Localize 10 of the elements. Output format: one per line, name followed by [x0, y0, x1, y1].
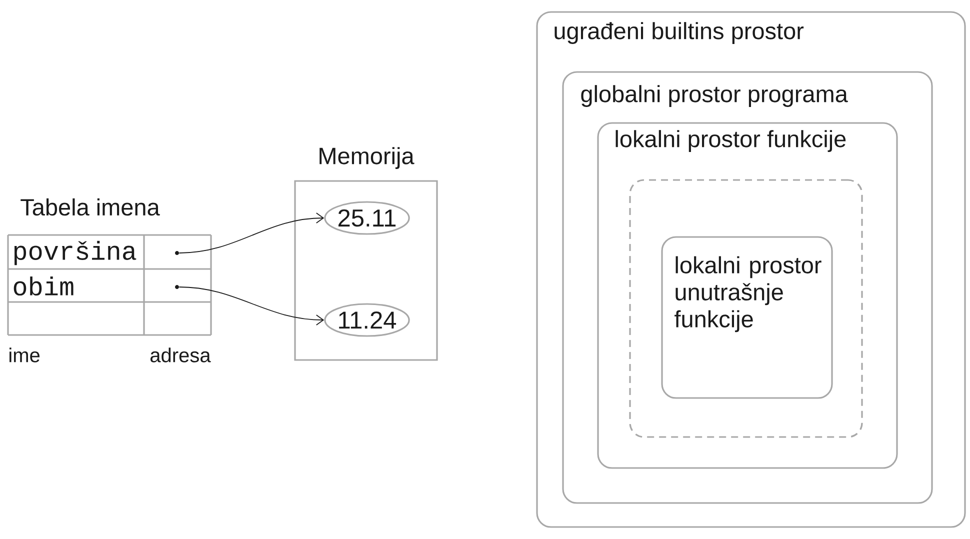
- column-label: adresa: [150, 348, 211, 362]
- table-cell: površina: [14, 240, 136, 266]
- scope-box: lokalni prostor unutrašnje funkcije: [661, 236, 833, 399]
- node-label: Memorija: [320, 147, 414, 169]
- arrow: [178, 212, 324, 254]
- table-title: Tabela imena: [20, 198, 160, 216]
- column-label: ime: [10, 348, 40, 362]
- arrow: [178, 286, 324, 326]
- table-cell: obim: [14, 276, 74, 296]
- scope-box: [629, 179, 863, 438]
